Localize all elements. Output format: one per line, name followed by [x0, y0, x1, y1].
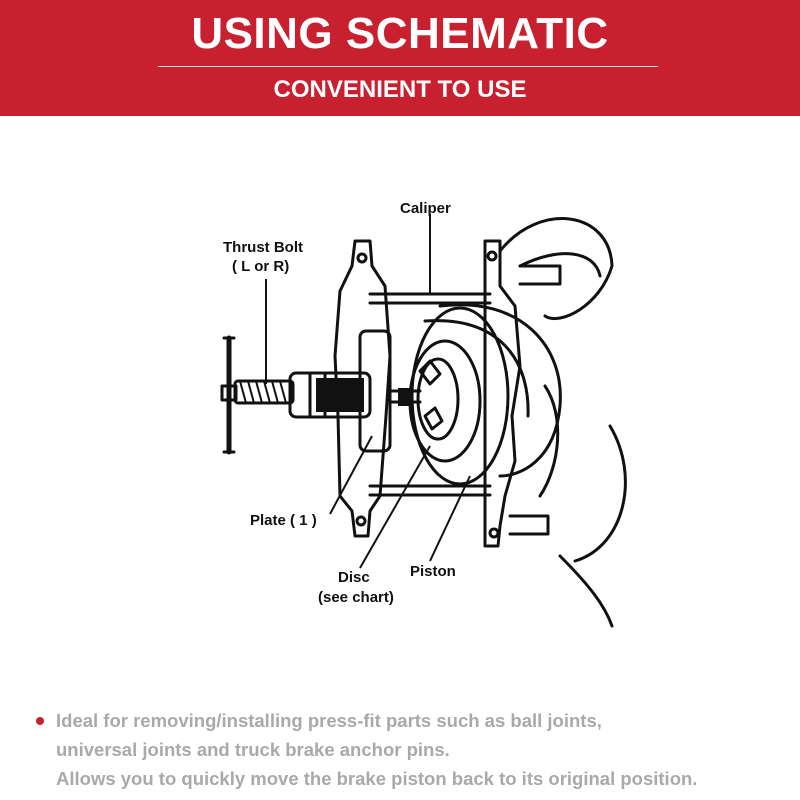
label-piston: Piston [410, 563, 456, 580]
brake-caliper-schematic: Caliper Thrust Bolt ( L or R) Plate ( 1 … [0, 116, 800, 696]
piston-leader [429, 475, 471, 562]
feature-notes: Ideal for removing/installing press-fit … [32, 706, 792, 793]
wheel-hub-outline [498, 217, 614, 321]
label-caliper: Caliper [400, 200, 451, 217]
label-disc-note: (see chart) [318, 589, 394, 606]
header-banner: USING SCHEMATIC CONVENIENT TO USE [0, 0, 800, 116]
plate-leader [329, 435, 373, 515]
page-subtitle: CONVENIENT TO USE [273, 76, 527, 103]
caliper-housing [438, 303, 562, 478]
nut-body [288, 371, 372, 419]
page-title: USING SCHEMATIC [191, 9, 609, 58]
label-disc: Disc [338, 569, 370, 586]
right-bracket [483, 239, 522, 548]
note-text: Allows you to quickly move the brake pis… [56, 768, 698, 789]
note-line-1: Ideal for removing/installing press-fit … [32, 706, 792, 735]
label-thrust-bolt-side: ( L or R) [232, 258, 289, 275]
disc-leader [359, 445, 431, 569]
header-divider [158, 66, 658, 67]
note-line-3: Allows you to quickly move the brake pis… [32, 764, 792, 793]
piston-outer [410, 306, 510, 486]
note-text: Ideal for removing/installing press-fit … [56, 710, 602, 731]
note-line-2: universal joints and truck brake anchor … [32, 735, 792, 764]
label-plate: Plate ( 1 ) [250, 512, 317, 529]
label-thrust-bolt: Thrust Bolt [223, 239, 303, 256]
left-flange [333, 239, 392, 538]
note-text: universal joints and truck brake anchor … [56, 739, 450, 760]
bullet-dot [36, 717, 44, 725]
